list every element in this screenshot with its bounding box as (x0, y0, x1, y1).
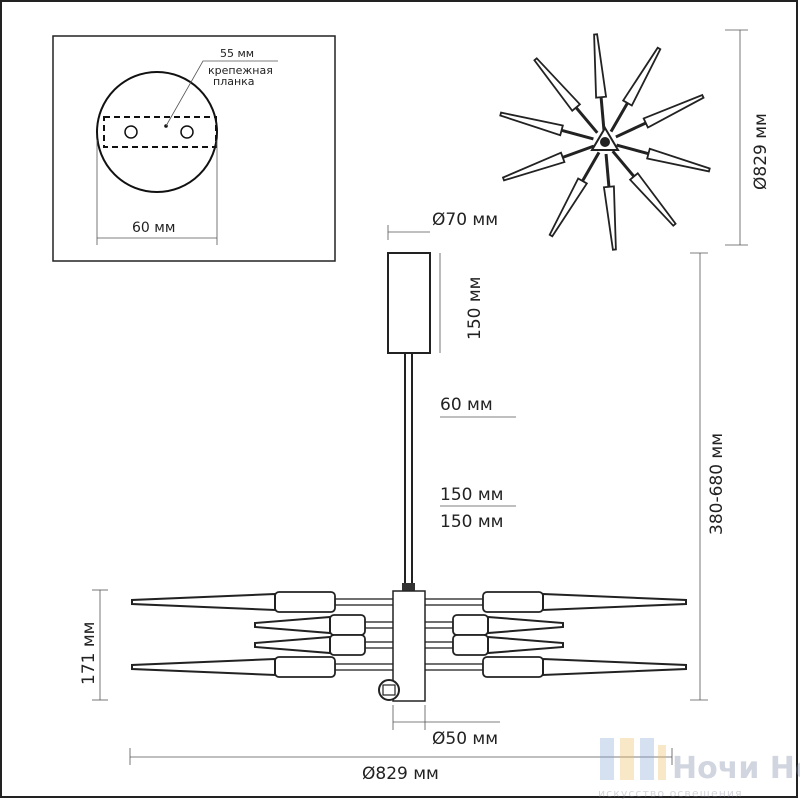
inset-border (52, 35, 336, 262)
top-arm (501, 144, 595, 182)
canopy-height-label: 150 мм (465, 276, 485, 340)
mounting-plate (103, 116, 217, 148)
rod-label-2: 150 мм (440, 485, 504, 505)
side-arm (131, 656, 410, 678)
top-arm (593, 33, 608, 131)
top-arm (609, 46, 662, 133)
top-arm (602, 153, 617, 251)
mounting-inset: 55 мм крепежная планка 60 мм (52, 35, 336, 262)
plate-name-line2: планка (213, 75, 255, 88)
top-center (600, 137, 610, 147)
rod-label-3: 150 мм (440, 512, 504, 532)
watermark-brand: Ночи Нет (672, 751, 800, 786)
side-arm (408, 634, 564, 656)
total-height-label: 380-680 мм (707, 433, 727, 535)
rod-label-1: 60 мм (440, 395, 493, 415)
plate-name-line1: крепежная (208, 64, 273, 77)
leader-line (165, 60, 278, 127)
canopy (387, 252, 431, 354)
plate-width-label: 55 мм (220, 47, 254, 60)
hub-diameter-label: Ø50 мм (432, 729, 498, 749)
watermark-tagline: искусство освещения (598, 787, 743, 800)
side-view (131, 252, 687, 702)
side-arm (408, 614, 564, 636)
overall-diameter-label: Ø829 мм (362, 764, 439, 784)
top-arm (611, 150, 677, 227)
side-arm (254, 634, 410, 656)
canopy-diameter-label: Ø70 мм (432, 210, 498, 230)
top-arm (548, 151, 601, 238)
rod-nut (402, 583, 415, 591)
side-arm (131, 591, 410, 613)
body-height-label: 171 мм (79, 621, 99, 685)
arms (131, 591, 687, 678)
top-arm (615, 93, 705, 139)
screw-hole-right (180, 125, 194, 139)
top-arm (533, 57, 599, 134)
top-diameter-label: Ø829 мм (751, 113, 771, 190)
rod (404, 352, 413, 586)
canopy-circle (96, 71, 218, 193)
hub (392, 590, 426, 702)
canopy-diameter-label: 60 мм (132, 220, 175, 236)
side-arm (408, 656, 687, 678)
watermark-logo: Ночи Нет искусство освещения (598, 738, 800, 800)
top-arm (616, 143, 711, 173)
finial (378, 679, 400, 701)
screw-hole-left (124, 125, 138, 139)
top-arm (499, 111, 594, 141)
top-view (499, 33, 711, 251)
